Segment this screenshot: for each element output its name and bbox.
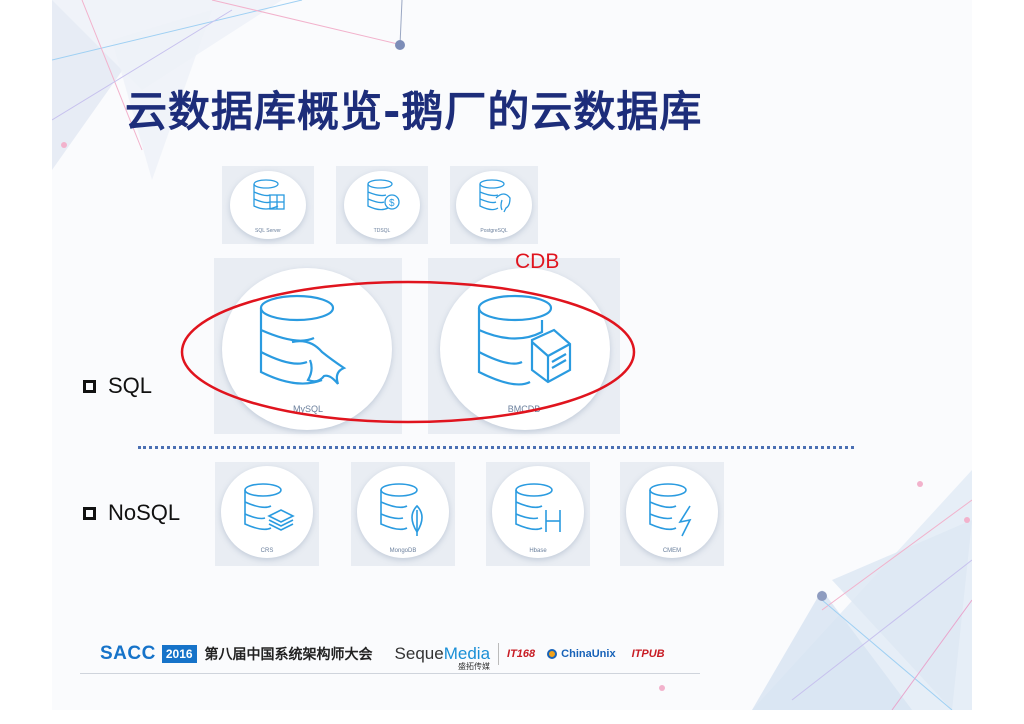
tile-sql-server: SQL Server bbox=[222, 166, 314, 244]
tile-bmcdb: BMCDB bbox=[428, 258, 620, 434]
slide-title: 云数据库概览-鹅厂的云数据库 bbox=[125, 87, 703, 136]
tile-mongodb: MongoDB bbox=[351, 462, 455, 566]
tile-caption: MySQL bbox=[292, 404, 323, 414]
svg-text:$: $ bbox=[389, 198, 395, 209]
database-leaf-icon bbox=[380, 483, 423, 536]
seque-subtitle: 盛拓传媒 bbox=[458, 662, 491, 671]
section-divider bbox=[138, 446, 854, 449]
tile-caption: PostgreSQL bbox=[480, 228, 508, 234]
cdb-annotation: CDB bbox=[515, 250, 560, 273]
tile-caption: MongoDB bbox=[389, 548, 417, 554]
tile-cmem: CMEM bbox=[620, 462, 724, 566]
nosql-label: NoSQL bbox=[108, 500, 181, 525]
sequemedia-logo: SequeMedia 盛拓传媒 bbox=[394, 644, 491, 671]
database-grid-icon bbox=[253, 179, 285, 210]
square-bullet-icon bbox=[83, 379, 96, 393]
database-cube-icon bbox=[477, 294, 572, 386]
tile-hbase: Hbase bbox=[486, 462, 590, 566]
tile-caption: BMCDB bbox=[507, 404, 541, 414]
chinaunix-logo: ChinaUnix bbox=[547, 648, 616, 660]
nosql-bullet: NoSQL bbox=[83, 500, 180, 526]
it168-logo: IT168 bbox=[507, 648, 536, 660]
square-bullet-icon bbox=[83, 506, 96, 520]
tile-caption: Hbase bbox=[529, 548, 547, 554]
database-elephant-icon bbox=[479, 179, 511, 213]
database-bolt-icon bbox=[649, 483, 692, 537]
seque-text: Seque bbox=[394, 644, 444, 663]
tile-postgresql: PostgreSQL bbox=[450, 166, 538, 244]
chinaunix-text: ChinaUnix bbox=[561, 648, 616, 660]
tile-caption: TDSQL bbox=[373, 228, 391, 234]
footer-separator bbox=[498, 643, 500, 665]
tile-tdsql: $ TDSQL bbox=[336, 166, 428, 244]
conference-name: 第八届中国系统架构师大会 bbox=[204, 647, 373, 663]
itpub-logo: ITPUB bbox=[631, 648, 665, 660]
tile-caption: CMEM bbox=[662, 548, 682, 554]
background-decoration bbox=[52, 0, 972, 710]
tile-caption: SQL Server bbox=[255, 228, 281, 234]
database-h-icon bbox=[515, 483, 561, 532]
footer-logos: SACC 2016 第八届中国系统架构师大会 SequeMedia 盛拓传媒 I… bbox=[80, 635, 700, 674]
slide bbox=[52, 0, 972, 710]
chinaunix-icon bbox=[547, 649, 558, 659]
database-dolphin-icon bbox=[259, 294, 347, 385]
sacc-year-badge: 2016 bbox=[161, 645, 197, 663]
media-text: Media bbox=[443, 644, 491, 663]
database-layers-icon bbox=[244, 483, 295, 531]
highlight-ellipse bbox=[180, 280, 636, 424]
sql-bullet: SQL bbox=[83, 373, 152, 399]
tile-crs: CRS bbox=[215, 462, 319, 566]
sacc-logo: SACC bbox=[100, 643, 156, 664]
sql-label: SQL bbox=[108, 373, 153, 398]
tile-caption: CRS bbox=[260, 548, 274, 554]
database-dollar-icon: $ bbox=[367, 179, 400, 211]
